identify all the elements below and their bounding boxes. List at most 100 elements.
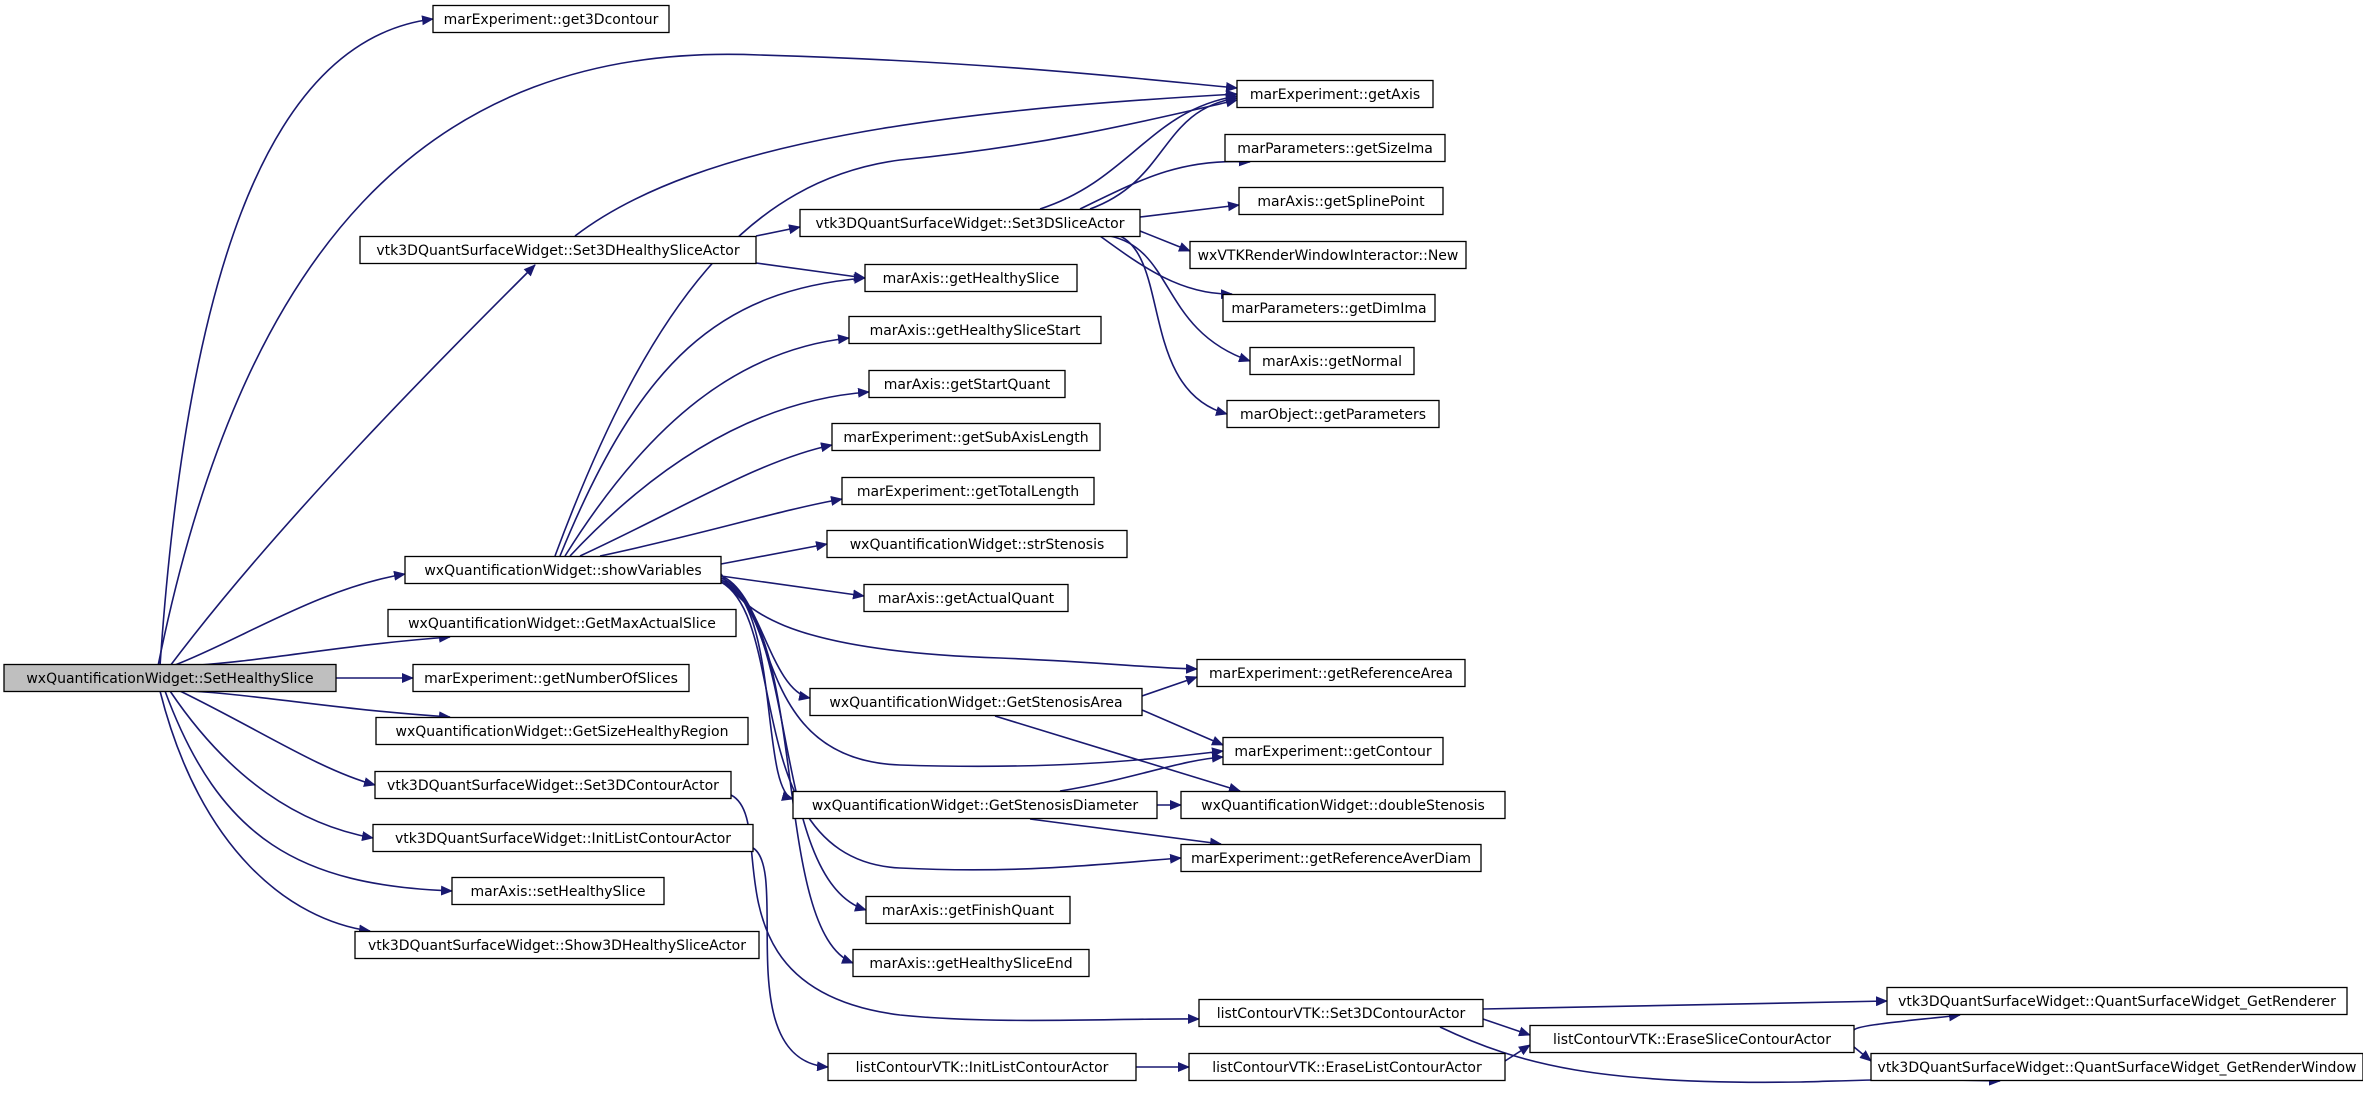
node-getRenderWindow[interactable]: vtk3DQuantSurfaceWidget::QuantSurfaceWid… xyxy=(1870,1052,2363,1082)
node-getRenderer[interactable]: vtk3DQuantSurfaceWidget::QuantSurfaceWid… xyxy=(1886,986,2348,1016)
node-set3DSliceActor[interactable]: vtk3DQuantSurfaceWidget::Set3DSliceActor xyxy=(799,208,1141,238)
node-label: wxQuantificationWidget::SetHealthySlice xyxy=(26,671,313,687)
node-box xyxy=(1180,790,1506,820)
edge-set3DSliceActor-to-getAxis xyxy=(1089,94,1238,210)
node-show3DHealthySliceActor[interactable]: vtk3DQuantSurfaceWidget::Show3DHealthySl… xyxy=(354,930,760,960)
node-set3DContourActor[interactable]: vtk3DQuantSurfaceWidget::Set3DContourAct… xyxy=(374,770,732,800)
node-lcInitListContourActor[interactable]: listContourVTK::InitListContourActor xyxy=(827,1052,1137,1082)
node-box xyxy=(1238,186,1444,216)
node-label: marExperiment::getReferenceArea xyxy=(1209,666,1453,682)
edge-root-to-set3DContourActor xyxy=(179,690,376,787)
node-getSizeIma[interactable]: marParameters::getSizeIma xyxy=(1224,133,1446,163)
node-eraseListContourActor[interactable]: listContourVTK::EraseListContourActor xyxy=(1188,1052,1506,1082)
node-label: vtk3DQuantSurfaceWidget::InitListContour… xyxy=(395,831,731,847)
node-box xyxy=(1222,736,1444,766)
node-box xyxy=(354,930,760,960)
node-label: marParameters::getDimIma xyxy=(1231,301,1426,317)
node-getSplinePoint[interactable]: marAxis::getSplinePoint xyxy=(1238,186,1444,216)
node-getActualQuant[interactable]: marAxis::getActualQuant xyxy=(863,583,1069,613)
edge-root-to-showVariables xyxy=(174,570,406,666)
node-label: marExperiment::getSubAxisLength xyxy=(843,430,1088,446)
node-box xyxy=(826,529,1128,559)
node-getMaxActualSlice[interactable]: wxQuantificationWidget::GetMaxActualSlic… xyxy=(387,608,737,638)
node-box xyxy=(1226,399,1440,429)
node-getSizeHealthyRegion[interactable]: wxQuantificationWidget::GetSizeHealthyRe… xyxy=(375,716,749,746)
node-box xyxy=(1180,843,1482,873)
node-box xyxy=(451,876,665,906)
node-doubleStenosis[interactable]: wxQuantificationWidget::doubleStenosis xyxy=(1180,790,1506,820)
node-box xyxy=(1886,986,2348,1016)
edge-showVariables-to-getTotalLength xyxy=(599,496,843,557)
edge-showVariables-to-strStenosis xyxy=(720,541,828,565)
node-getStenosisDiameter[interactable]: wxQuantificationWidget::GetStenosisDiame… xyxy=(792,790,1158,820)
node-wxNew[interactable]: wxVTKRenderWindowInteractor::New xyxy=(1189,240,1467,270)
node-getStartQuant[interactable]: marAxis::getStartQuant xyxy=(868,369,1066,399)
node-label: wxQuantificationWidget::GetStenosisDiame… xyxy=(812,798,1139,814)
edge-initListContourActor-to-lcInitListContourActor xyxy=(752,847,829,1072)
node-getTotalLength[interactable]: marExperiment::getTotalLength xyxy=(841,476,1095,506)
node-box xyxy=(792,790,1158,820)
edge-lcSet3DContourActor-to-getRenderer xyxy=(1482,996,1888,1010)
node-getNormal[interactable]: marAxis::getNormal xyxy=(1249,346,1415,376)
node-label: vtk3DQuantSurfaceWidget::QuantSurfaceWid… xyxy=(1898,994,2336,1010)
node-lcSet3DContourActor[interactable]: listContourVTK::Set3DContourActor xyxy=(1198,998,1484,1028)
edge-root-to-get3Dcontour xyxy=(159,15,434,667)
node-strStenosis[interactable]: wxQuantificationWidget::strStenosis xyxy=(826,529,1128,559)
node-box xyxy=(868,369,1066,399)
node-label: wxQuantificationWidget::GetSizeHealthyRe… xyxy=(396,724,729,740)
node-box xyxy=(809,687,1143,717)
node-getHealthySlice[interactable]: marAxis::getHealthySlice xyxy=(864,263,1078,293)
node-getContour[interactable]: marExperiment::getContour xyxy=(1222,736,1444,766)
edge-getStenosisArea-to-getReferenceArea xyxy=(1141,675,1198,697)
node-box xyxy=(831,422,1101,452)
node-label: vtk3DQuantSurfaceWidget::Set3DHealthySli… xyxy=(376,243,739,259)
edge-showVariables-to-getStenosisArea xyxy=(720,575,811,701)
edge-showVariables-to-getReferenceAverDiam xyxy=(720,581,1182,871)
node-getHealthySliceStart[interactable]: marAxis::getHealthySliceStart xyxy=(848,315,1102,345)
node-root[interactable]: wxQuantificationWidget::SetHealthySlice xyxy=(3,663,337,693)
node-box xyxy=(375,716,749,746)
node-label: marAxis::getSplinePoint xyxy=(1257,194,1425,210)
node-label: listContourVTK::Set3DContourActor xyxy=(1217,1006,1466,1022)
edge-showVariables-to-getHealthySliceStart xyxy=(564,334,850,557)
node-box xyxy=(404,555,722,585)
edge-lcSet3DContourActor-to-eraseSliceContourActor xyxy=(1482,1018,1531,1037)
node-getDimIma[interactable]: marParameters::getDimIma xyxy=(1222,293,1436,323)
node-label: marAxis::setHealthySlice xyxy=(470,884,645,900)
node-getParameters[interactable]: marObject::getParameters xyxy=(1226,399,1440,429)
node-label: vtk3DQuantSurfaceWidget::QuantSurfaceWid… xyxy=(1878,1060,2357,1076)
node-getHealthySliceEnd[interactable]: marAxis::getHealthySliceEnd xyxy=(852,948,1090,978)
node-eraseSliceContourActor[interactable]: listContourVTK::EraseSliceContourActor xyxy=(1529,1024,1855,1054)
node-set3DHealthySliceActor[interactable]: vtk3DQuantSurfaceWidget::Set3DHealthySli… xyxy=(359,235,757,265)
node-getStenosisArea[interactable]: wxQuantificationWidget::GetStenosisArea xyxy=(809,687,1143,717)
node-label: wxQuantificationWidget::GetStenosisArea xyxy=(829,695,1122,711)
node-label: listContourVTK::EraseSliceContourActor xyxy=(1553,1032,1831,1048)
edge-showVariables-to-getSubAxisLength xyxy=(579,442,833,557)
node-box xyxy=(864,263,1078,293)
node-setHealthySlice[interactable]: marAxis::setHealthySlice xyxy=(451,876,665,906)
node-getReferenceAverDiam[interactable]: marExperiment::getReferenceAverDiam xyxy=(1180,843,1482,873)
node-getFinishQuant[interactable]: marAxis::getFinishQuant xyxy=(865,895,1071,925)
edge-eraseSliceContourActor-to-getRenderer xyxy=(1853,1011,1961,1032)
node-box xyxy=(799,208,1141,238)
edge-root-to-initListContourActor xyxy=(169,690,374,841)
node-showVariables[interactable]: wxQuantificationWidget::showVariables xyxy=(404,555,722,585)
node-box xyxy=(432,4,670,34)
edge-eraseListContourActor-to-eraseSliceContourActor xyxy=(1504,1044,1531,1062)
node-getReferenceArea[interactable]: marExperiment::getReferenceArea xyxy=(1196,658,1466,688)
node-box xyxy=(3,663,337,693)
edge-root-to-setHealthySlice xyxy=(164,690,453,896)
node-get3Dcontour[interactable]: marExperiment::get3Dcontour xyxy=(432,4,670,34)
edge-eraseSliceContourActor-to-getRenderWindow xyxy=(1853,1046,1872,1062)
node-box xyxy=(359,235,757,265)
edge-showVariables-to-getHealthySlice xyxy=(559,273,866,557)
node-getNumberOfSlices[interactable]: marExperiment::getNumberOfSlices xyxy=(412,663,690,693)
node-label: marAxis::getHealthySlice xyxy=(883,271,1060,287)
node-getAxis[interactable]: marExperiment::getAxis xyxy=(1236,79,1434,109)
node-getSubAxisLength[interactable]: marExperiment::getSubAxisLength xyxy=(831,422,1101,452)
node-label: marExperiment::getReferenceAverDiam xyxy=(1191,851,1471,867)
node-box xyxy=(1870,1052,2363,1082)
node-label: marAxis::getStartQuant xyxy=(884,377,1051,393)
node-initListContourActor[interactable]: vtk3DQuantSurfaceWidget::InitListContour… xyxy=(372,823,754,853)
